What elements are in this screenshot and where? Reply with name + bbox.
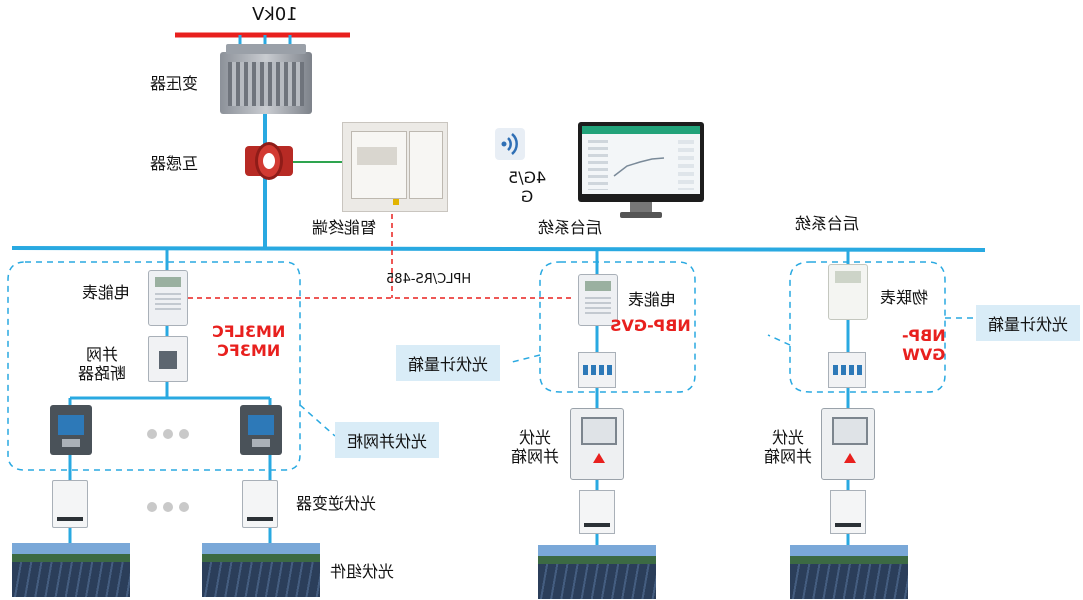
left-meter-label: 电能表 (82, 283, 131, 302)
pv-meter-box-tag-mid: 光伏计量箱 (396, 345, 501, 381)
junction-box-icon (821, 408, 875, 480)
pv-meter-box-tag-right: 光伏计量箱 (976, 305, 1081, 341)
wireless-label: 4G/5 G (508, 168, 547, 207)
cabinet-switch-icon (50, 405, 92, 455)
inverter-label: 光伏逆变器 (296, 494, 377, 513)
wireless-signal-icon (495, 128, 525, 160)
junction-box-icon (570, 408, 624, 480)
right-meter-label: 物联表 (880, 288, 929, 307)
cabinet-group (7, 261, 301, 471)
backend-system-label: 后台系统 (538, 218, 603, 237)
pv-module-label: 光伏组件 (330, 562, 395, 581)
mid-junction-label: 光伏 并网箱 (511, 428, 560, 467)
inverter-icon (242, 480, 278, 528)
mid-meter-model: NBP-GVS (610, 316, 691, 335)
pv-cabinet-tag: 光伏并网柜 (335, 422, 440, 458)
meter-box-group-mid (539, 261, 696, 393)
inverter-icon (52, 480, 88, 528)
current-transformer-icon (245, 142, 293, 180)
cabinet-switch-icon (240, 405, 282, 455)
inverter-icon (830, 490, 866, 534)
inverter-icon (579, 490, 615, 534)
left-meter-model: NM3LFC NM3FC (212, 322, 286, 361)
breaker-label: 并网 断路器 (78, 345, 127, 384)
grid-voltage-label: 10kV (252, 4, 298, 25)
mid-meter-label: 电能表 (628, 290, 677, 309)
protocol-label: HPLC/RS-485 (386, 272, 472, 287)
right-meter-model: NBP- GVW (902, 326, 946, 365)
smart-terminal-label: 智能终端 (312, 218, 377, 237)
ct-label: 互感器 (150, 154, 199, 173)
main-bus (11, 246, 986, 252)
ellipsis-dots-icon (146, 498, 190, 512)
right-junction-label: 光伏 并网箱 (764, 428, 813, 467)
transformer-icon (220, 44, 312, 114)
monitor-base (620, 212, 662, 218)
monitor-stand (630, 202, 652, 212)
pv-panel-icon (790, 545, 908, 599)
pv-panel-icon (538, 545, 656, 599)
backend-system-label: 后台系统 (795, 214, 860, 233)
backend-monitor-icon (578, 122, 704, 202)
meter-box-group-right (789, 261, 946, 393)
ellipsis-dots-icon (146, 425, 190, 439)
breaker-icon (828, 352, 866, 388)
smart-terminal-icon (342, 122, 448, 212)
iot-meter-icon (828, 264, 868, 320)
breaker-icon (148, 336, 188, 382)
pv-panel-icon (12, 543, 130, 597)
energy-meter-icon (578, 274, 618, 326)
breaker-icon (578, 352, 616, 388)
transformer-label: 变压器 (150, 74, 199, 93)
pv-panel-icon (202, 543, 320, 597)
energy-meter-icon (148, 270, 188, 326)
